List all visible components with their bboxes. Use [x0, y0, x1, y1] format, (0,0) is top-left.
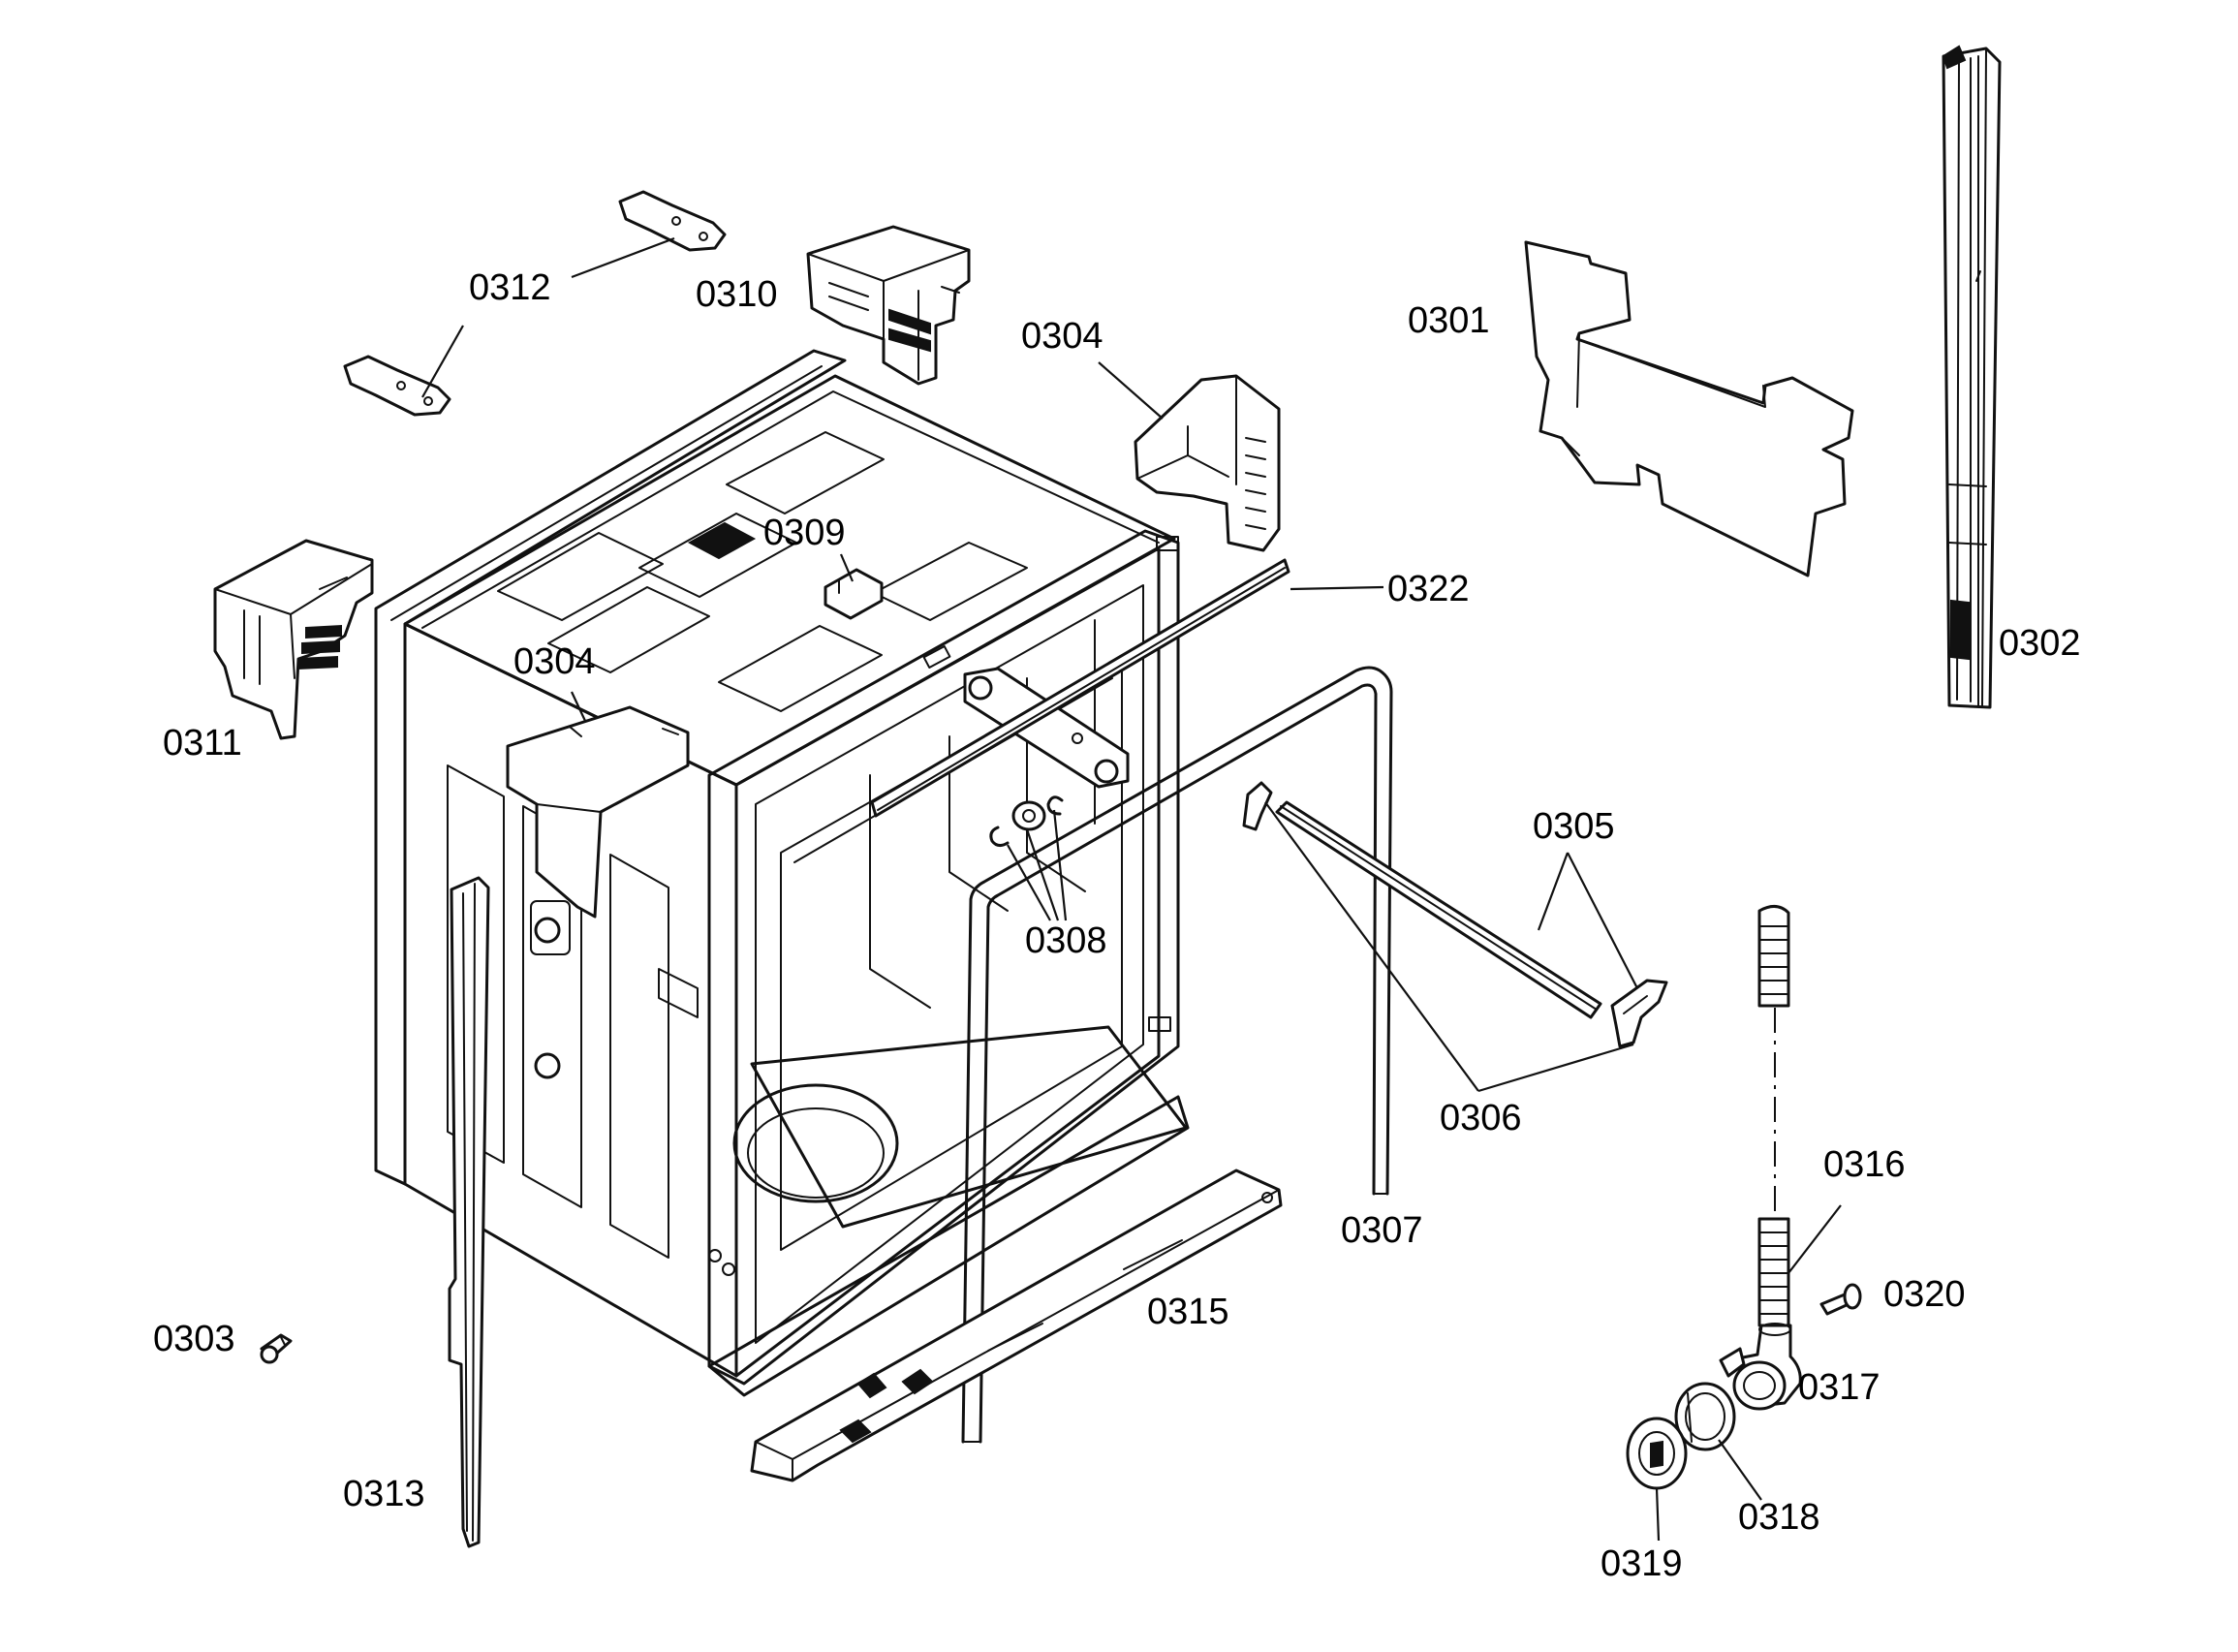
part-0317-elbow-fitting: [1719, 1323, 1802, 1411]
part-0319-cap: [1626, 1417, 1688, 1490]
part-0308-clips: [989, 795, 1064, 848]
label-0301: 0301: [1408, 300, 1490, 341]
part-0312-upper-strap: [618, 190, 727, 252]
label-0305: 0305: [1533, 806, 1615, 847]
label-0319: 0319: [1601, 1543, 1683, 1584]
label-0304-top: 0304: [1021, 316, 1103, 357]
label-0315: 0315: [1147, 1292, 1229, 1332]
label-0302: 0302: [1999, 623, 2081, 664]
label-0311: 0311: [163, 723, 242, 764]
label-0303: 0303: [153, 1319, 235, 1359]
part-0301-insulation-panel: [1524, 240, 1854, 577]
part-0305-door-rod: [1275, 800, 1602, 1019]
label-0318: 0318: [1738, 1497, 1820, 1538]
part-0313-left-trim: [448, 876, 490, 1548]
part-0302-side-trim: [1942, 45, 2002, 709]
label-0309: 0309: [763, 513, 846, 553]
part-0304-left-bracket: [506, 705, 690, 919]
part-0320-screw: [1819, 1283, 1862, 1316]
part-0306-lower-clip: [1610, 979, 1668, 1048]
label-0308: 0308: [1025, 920, 1107, 961]
label-0322: 0322: [1387, 569, 1470, 609]
label-0317: 0317: [1798, 1367, 1881, 1408]
label-0312: 0312: [469, 267, 551, 308]
label-0320: 0320: [1883, 1274, 1966, 1315]
part-0322-upper-rail: [870, 558, 1290, 818]
dishwasher-tub: [374, 349, 1190, 1397]
label-0306: 0306: [1440, 1098, 1522, 1138]
label-0313: 0313: [343, 1474, 425, 1514]
part-0311-side-bracket: [213, 539, 374, 740]
part-0312-lower-strap: [343, 355, 451, 417]
leader-lines: [421, 236, 1842, 1542]
part-0316-hose: [1757, 905, 1790, 1327]
part-0315-base-rail: [750, 1169, 1283, 1482]
part-0310-top-bracket: [806, 225, 971, 386]
label-0316: 0316: [1823, 1144, 1906, 1185]
part-0306-upper-clip: [1242, 781, 1273, 831]
label-0310: 0310: [696, 274, 778, 315]
part-0304-top-bracket: [1134, 374, 1281, 552]
part-0318-ring: [1674, 1382, 1736, 1451]
label-0307: 0307: [1341, 1210, 1423, 1251]
part-0307-door-gasket: [961, 666, 1393, 1444]
callout-labels: 0301 0302 0303 0304 0304 0305 0306 0307 …: [153, 267, 2081, 1584]
center-mounting-strap: [963, 667, 1130, 789]
part-0303-screw: [260, 1333, 293, 1364]
label-0304-left: 0304: [513, 641, 596, 682]
part-0309-hinge-clip: [824, 568, 884, 620]
